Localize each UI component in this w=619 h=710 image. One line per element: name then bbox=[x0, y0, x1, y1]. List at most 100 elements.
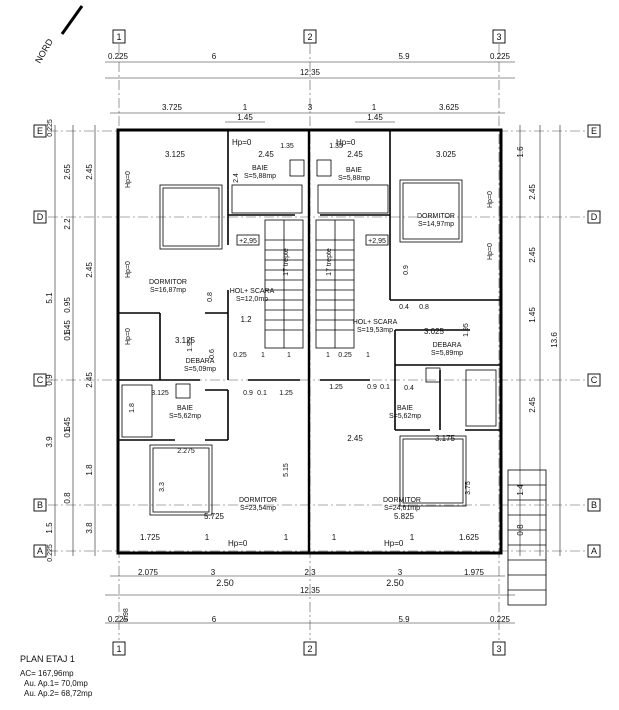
svg-text:BAIE: BAIE bbox=[252, 165, 268, 172]
svg-text:5.9: 5.9 bbox=[398, 615, 410, 624]
svg-text:A: A bbox=[37, 546, 43, 556]
svg-text:1.45: 1.45 bbox=[237, 113, 253, 122]
svg-text:2.45: 2.45 bbox=[258, 150, 274, 159]
svg-text:S=19,53mp: S=19,53mp bbox=[357, 327, 393, 334]
svg-text:2.65: 2.65 bbox=[63, 164, 72, 180]
exterior-stair bbox=[507, 469, 547, 606]
svg-text:1.8: 1.8 bbox=[129, 403, 136, 413]
svg-text:S=5,88mp: S=5,88mp bbox=[338, 175, 370, 182]
svg-text:3: 3 bbox=[308, 103, 313, 112]
svg-text:0.6: 0.6 bbox=[209, 349, 216, 359]
svg-text:Hp=0: Hp=0 bbox=[125, 261, 132, 278]
svg-text:2: 2 bbox=[307, 32, 312, 42]
svg-text:Hp=0: Hp=0 bbox=[125, 171, 132, 188]
svg-text:3.025: 3.025 bbox=[424, 327, 445, 336]
svg-text:0.8: 0.8 bbox=[63, 492, 72, 504]
svg-text:1.8: 1.8 bbox=[85, 464, 94, 476]
svg-text:DORMITOR: DORMITOR bbox=[417, 213, 455, 220]
row-bubble-A-left: A bbox=[33, 544, 47, 558]
svg-text:DORMITOR: DORMITOR bbox=[239, 497, 277, 504]
svg-text:S=5,09mp: S=5,09mp bbox=[184, 366, 216, 373]
plan-info: PLAN ETAJ 1 AC= 167,96mp Au. Ap.1= 70,0m… bbox=[20, 654, 92, 699]
svg-text:3.9: 3.9 bbox=[45, 436, 54, 448]
column-bubble-3-bottom: 3 bbox=[492, 641, 506, 656]
svg-text:2.45: 2.45 bbox=[347, 434, 363, 443]
svg-text:1.725: 1.725 bbox=[140, 533, 161, 542]
svg-text:1.45: 1.45 bbox=[528, 307, 537, 323]
svg-text:1: 1 bbox=[261, 352, 265, 359]
row-bubble-B-left: B bbox=[33, 498, 47, 512]
svg-text:3.125: 3.125 bbox=[151, 390, 169, 397]
svg-text:3.625: 3.625 bbox=[439, 103, 460, 112]
interior-dimension-texts: 3.125 2.45 1.35 1.35 2.45 3.025 2.4 1.2 … bbox=[129, 143, 480, 542]
svg-text:S=5,62mp: S=5,62mp bbox=[389, 413, 421, 420]
svg-text:3: 3 bbox=[496, 32, 501, 42]
svg-text:1.625: 1.625 bbox=[459, 533, 480, 542]
svg-text:DEBARA: DEBARA bbox=[433, 342, 462, 349]
svg-text:2.275: 2.275 bbox=[177, 448, 195, 455]
svg-text:0.4: 0.4 bbox=[399, 304, 409, 311]
svg-text:2.3: 2.3 bbox=[304, 568, 316, 577]
column-bubble-2-bottom: 2 bbox=[303, 641, 317, 656]
svg-text:0.225: 0.225 bbox=[490, 52, 511, 61]
svg-text:Hp=0: Hp=0 bbox=[336, 138, 356, 147]
svg-text:0.1: 0.1 bbox=[257, 390, 267, 397]
svg-text:DORMITOR: DORMITOR bbox=[383, 497, 421, 504]
svg-text:1.95: 1.95 bbox=[187, 338, 194, 352]
svg-text:1.35: 1.35 bbox=[329, 143, 343, 150]
dimension-lines bbox=[54, 61, 561, 624]
svg-text:12.35: 12.35 bbox=[300, 68, 321, 77]
svg-text:0.225: 0.225 bbox=[108, 615, 129, 624]
svg-text:2.50: 2.50 bbox=[386, 578, 404, 588]
svg-text:B: B bbox=[591, 500, 597, 510]
svg-text:BAIE: BAIE bbox=[397, 405, 413, 412]
svg-text:1.35: 1.35 bbox=[280, 143, 294, 150]
svg-text:2.2: 2.2 bbox=[63, 218, 72, 230]
svg-text:2.50: 2.50 bbox=[216, 578, 234, 588]
svg-text:HOL+ SCARA: HOL+ SCARA bbox=[353, 319, 398, 326]
svg-text:5.725: 5.725 bbox=[204, 512, 225, 521]
svg-text:2.45: 2.45 bbox=[85, 164, 94, 180]
svg-text:0.9: 0.9 bbox=[403, 265, 410, 275]
row-bubble-D-left: D bbox=[33, 210, 47, 224]
svg-text:S=12,0mp: S=12,0mp bbox=[236, 296, 268, 303]
svg-text:3: 3 bbox=[398, 568, 403, 577]
svg-text:2: 2 bbox=[307, 644, 312, 654]
svg-text:S=14,97mp: S=14,97mp bbox=[418, 221, 454, 228]
svg-text:3.3: 3.3 bbox=[159, 482, 166, 492]
svg-text:0.6: 0.6 bbox=[63, 329, 72, 341]
level-mark-right: +2,95 bbox=[368, 238, 386, 245]
svg-text:17 trepte: 17 trepte bbox=[283, 248, 290, 276]
svg-text:2.075: 2.075 bbox=[138, 568, 159, 577]
svg-text:E: E bbox=[591, 126, 597, 136]
svg-text:2.45: 2.45 bbox=[347, 150, 363, 159]
svg-text:Hp=0: Hp=0 bbox=[228, 539, 248, 548]
svg-text:BAIE: BAIE bbox=[346, 167, 362, 174]
north-label: NORD bbox=[33, 37, 55, 65]
svg-text:1: 1 bbox=[326, 352, 330, 359]
svg-text:1.4: 1.4 bbox=[516, 484, 525, 496]
svg-text:3.175: 3.175 bbox=[435, 434, 456, 443]
svg-text:0.9: 0.9 bbox=[243, 390, 253, 397]
svg-text:DORMITOR: DORMITOR bbox=[149, 279, 187, 286]
svg-text:2.45: 2.45 bbox=[528, 184, 537, 200]
svg-text:0.225: 0.225 bbox=[108, 52, 129, 61]
svg-text:1: 1 bbox=[205, 533, 210, 542]
svg-text:1: 1 bbox=[410, 533, 415, 542]
stairs-right: 17 trepte bbox=[315, 219, 355, 349]
svg-text:C: C bbox=[591, 375, 598, 385]
svg-text:S=16,87mp: S=16,87mp bbox=[150, 287, 186, 294]
svg-text:0.25: 0.25 bbox=[233, 352, 247, 359]
svg-text:DEBARA: DEBARA bbox=[186, 358, 215, 365]
hp-labels: Hp=0 Hp=0 Hp=0 Hp=0 Hp=0 Hp=0 Hp=0 Hp=0 … bbox=[125, 138, 494, 548]
svg-text:D: D bbox=[591, 212, 598, 222]
svg-text:S=5,88mp: S=5,88mp bbox=[244, 173, 276, 180]
svg-text:1: 1 bbox=[372, 103, 377, 112]
svg-text:17 trepte: 17 trepte bbox=[326, 248, 333, 276]
svg-text:1.2: 1.2 bbox=[240, 315, 252, 324]
